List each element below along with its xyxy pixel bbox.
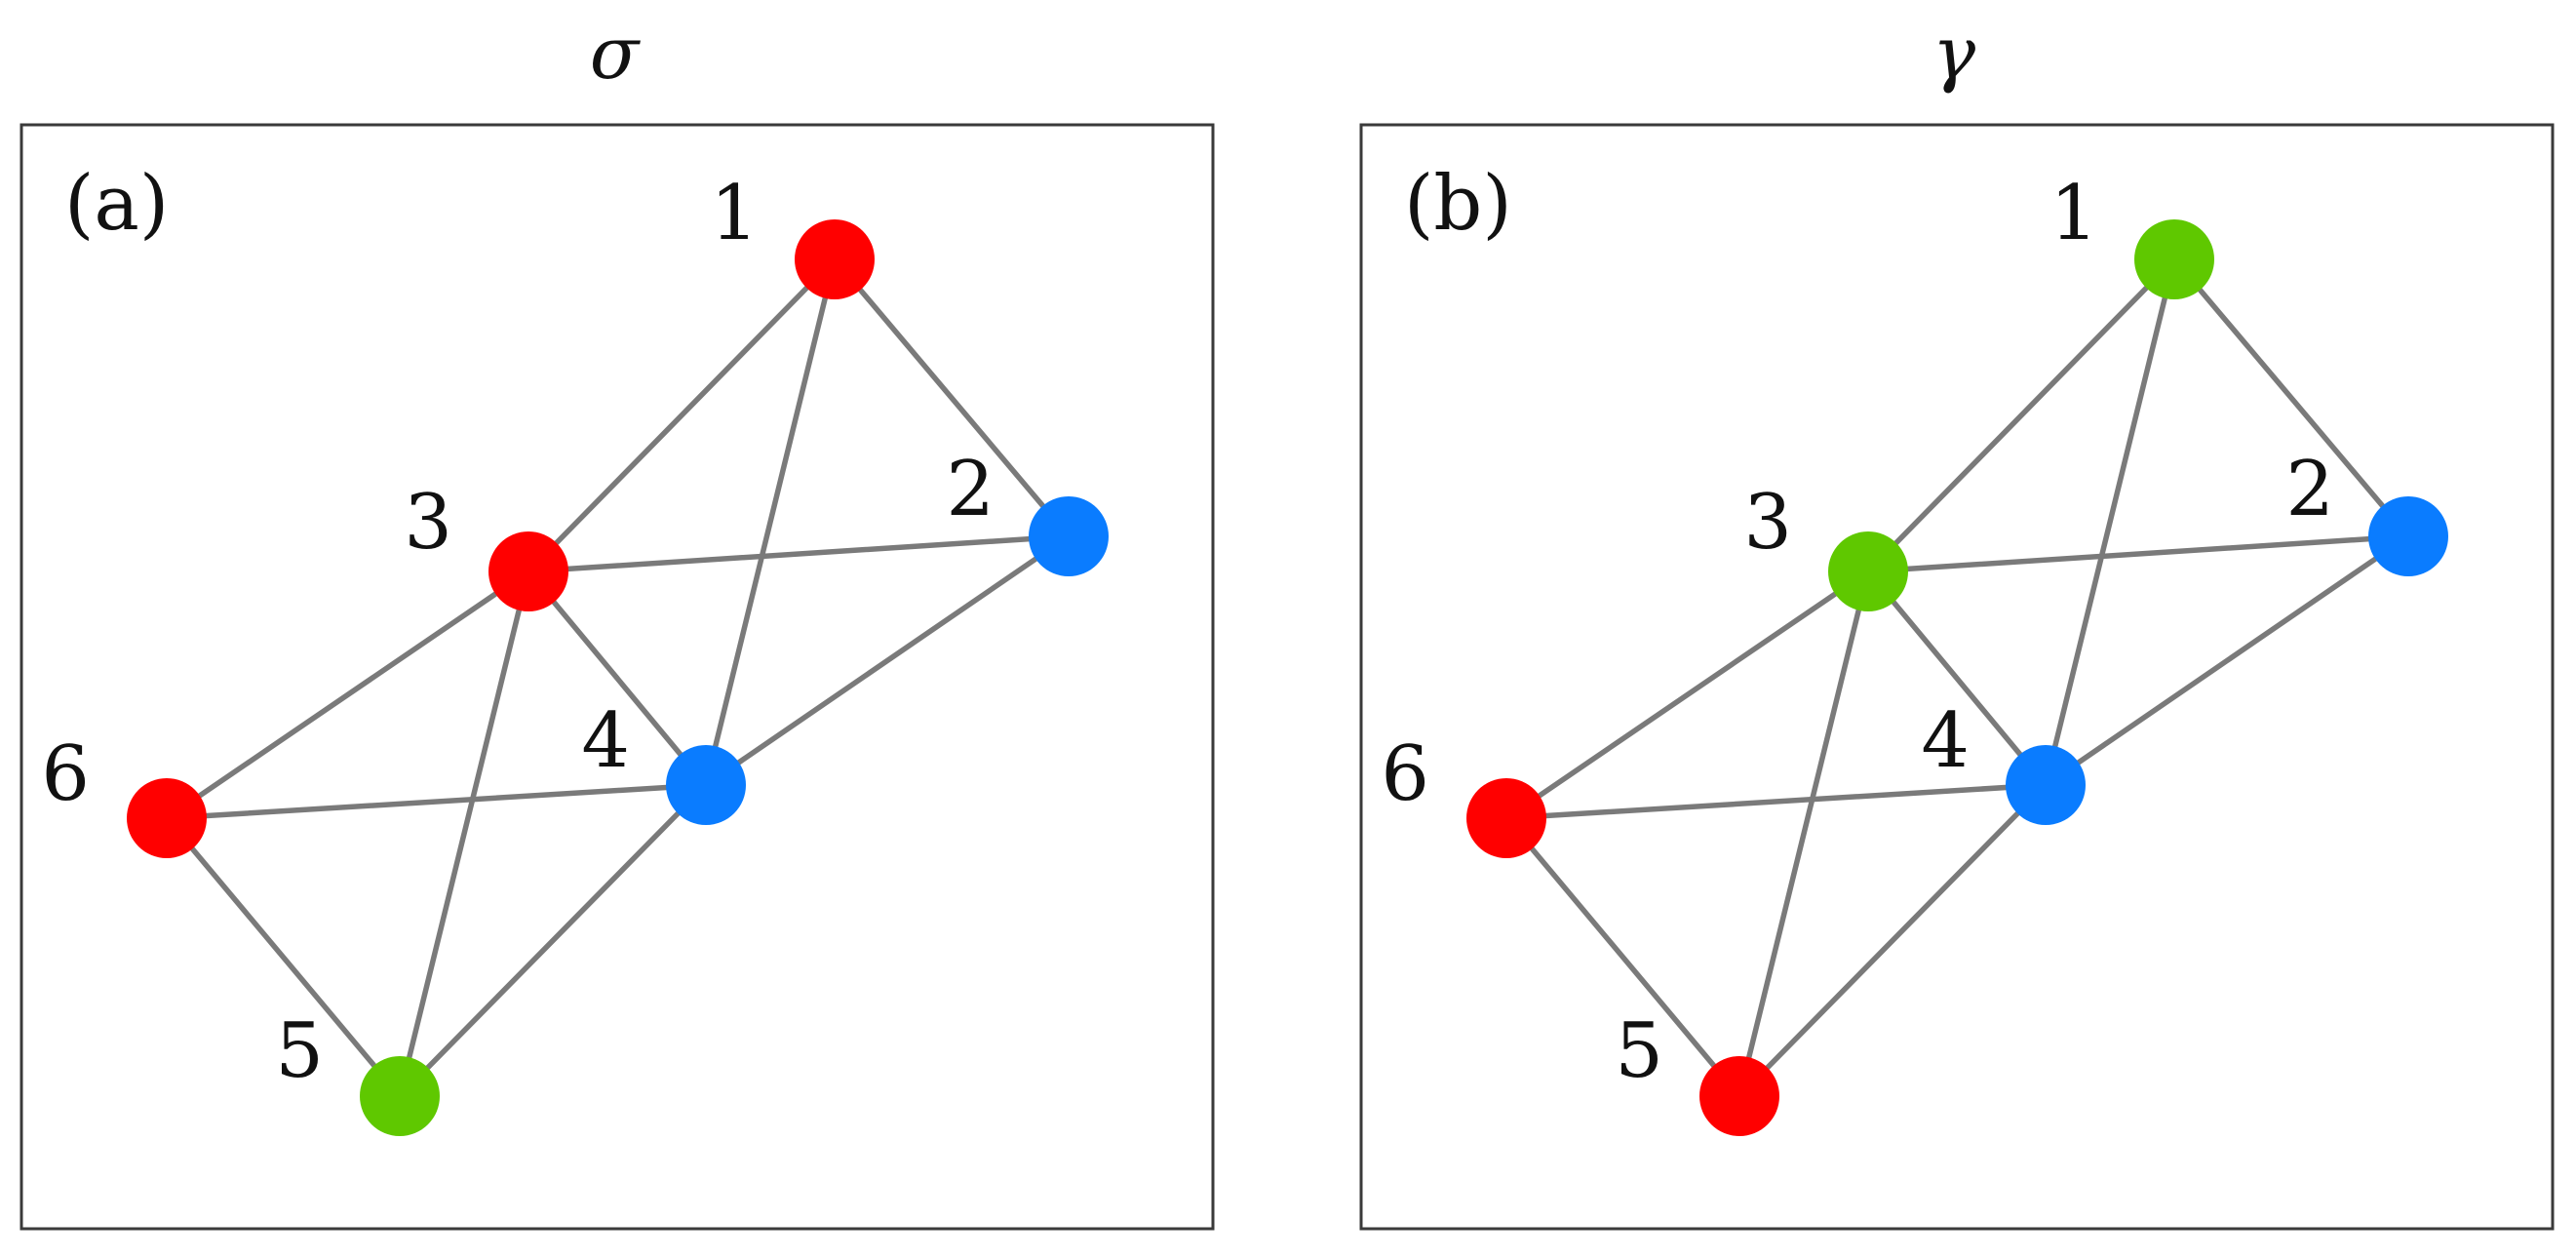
panel-title: σ xyxy=(590,12,642,96)
panel-letter: (a) xyxy=(64,160,169,248)
node-label-4: 4 xyxy=(581,697,630,785)
edge-3-6 xyxy=(1503,569,1871,821)
panel-frame xyxy=(1359,123,2555,1231)
node-label-5: 5 xyxy=(1615,1007,1663,1095)
panel-letter: (b) xyxy=(1404,160,1512,248)
node-label-5: 5 xyxy=(275,1007,324,1095)
edge-group xyxy=(1503,256,2411,1099)
edge-2-4 xyxy=(2043,533,2411,788)
node-label-1: 1 xyxy=(710,170,759,257)
node-label-1: 1 xyxy=(2049,170,2098,257)
edge-4-5 xyxy=(397,782,709,1099)
edge-3-6 xyxy=(164,569,531,821)
edge-1-3 xyxy=(526,256,838,574)
edge-1-2 xyxy=(832,256,1072,539)
node-6 xyxy=(127,778,207,858)
node-label-3: 3 xyxy=(404,479,452,567)
node-label-4: 4 xyxy=(1921,697,1970,785)
panel-frame xyxy=(20,123,1215,1231)
node-5 xyxy=(1699,1056,1779,1136)
node-3 xyxy=(488,531,568,611)
edge-2-3 xyxy=(526,533,1072,574)
node-2 xyxy=(2368,496,2448,576)
node-3 xyxy=(1828,531,1908,611)
edge-2-3 xyxy=(1865,533,2411,574)
panel-title: γ xyxy=(1932,12,1976,96)
node-5 xyxy=(360,1056,440,1136)
node-label-3: 3 xyxy=(1743,479,1792,567)
edge-3-4 xyxy=(1865,569,2049,788)
edge-4-5 xyxy=(1737,782,2049,1099)
node-label-6: 6 xyxy=(41,730,90,818)
node-group: 1 2 3 4 5 6 xyxy=(41,170,1109,1136)
node-4 xyxy=(2006,745,2086,825)
node-group: 1 2 3 4 5 6 xyxy=(1381,170,2448,1136)
node-label-6: 6 xyxy=(1381,730,1429,818)
node-1 xyxy=(795,219,875,299)
edge-5-6 xyxy=(164,815,403,1099)
edge-1-3 xyxy=(1865,256,2177,574)
edge-3-4 xyxy=(526,569,709,788)
edge-1-2 xyxy=(2171,256,2411,539)
edge-1-4 xyxy=(703,256,838,788)
node-4 xyxy=(666,745,746,825)
node-2 xyxy=(1029,496,1109,576)
node-6 xyxy=(1466,778,1546,858)
edge-4-6 xyxy=(164,782,709,821)
node-label-2: 2 xyxy=(2285,446,2334,533)
node-1 xyxy=(2134,219,2214,299)
edge-3-5 xyxy=(397,569,531,1099)
edge-3-5 xyxy=(1737,569,1871,1099)
edge-5-6 xyxy=(1503,815,1742,1099)
panel-a: σ (a) 1 2 3 4 5 6 xyxy=(20,12,1215,1231)
edge-2-4 xyxy=(703,533,1072,788)
node-label-2: 2 xyxy=(946,446,995,533)
edge-4-6 xyxy=(1503,782,2049,821)
panel-b: γ (b) 1 2 3 4 5 6 xyxy=(1359,12,2555,1231)
edge-1-4 xyxy=(2043,256,2177,788)
edge-group xyxy=(164,256,1072,1099)
